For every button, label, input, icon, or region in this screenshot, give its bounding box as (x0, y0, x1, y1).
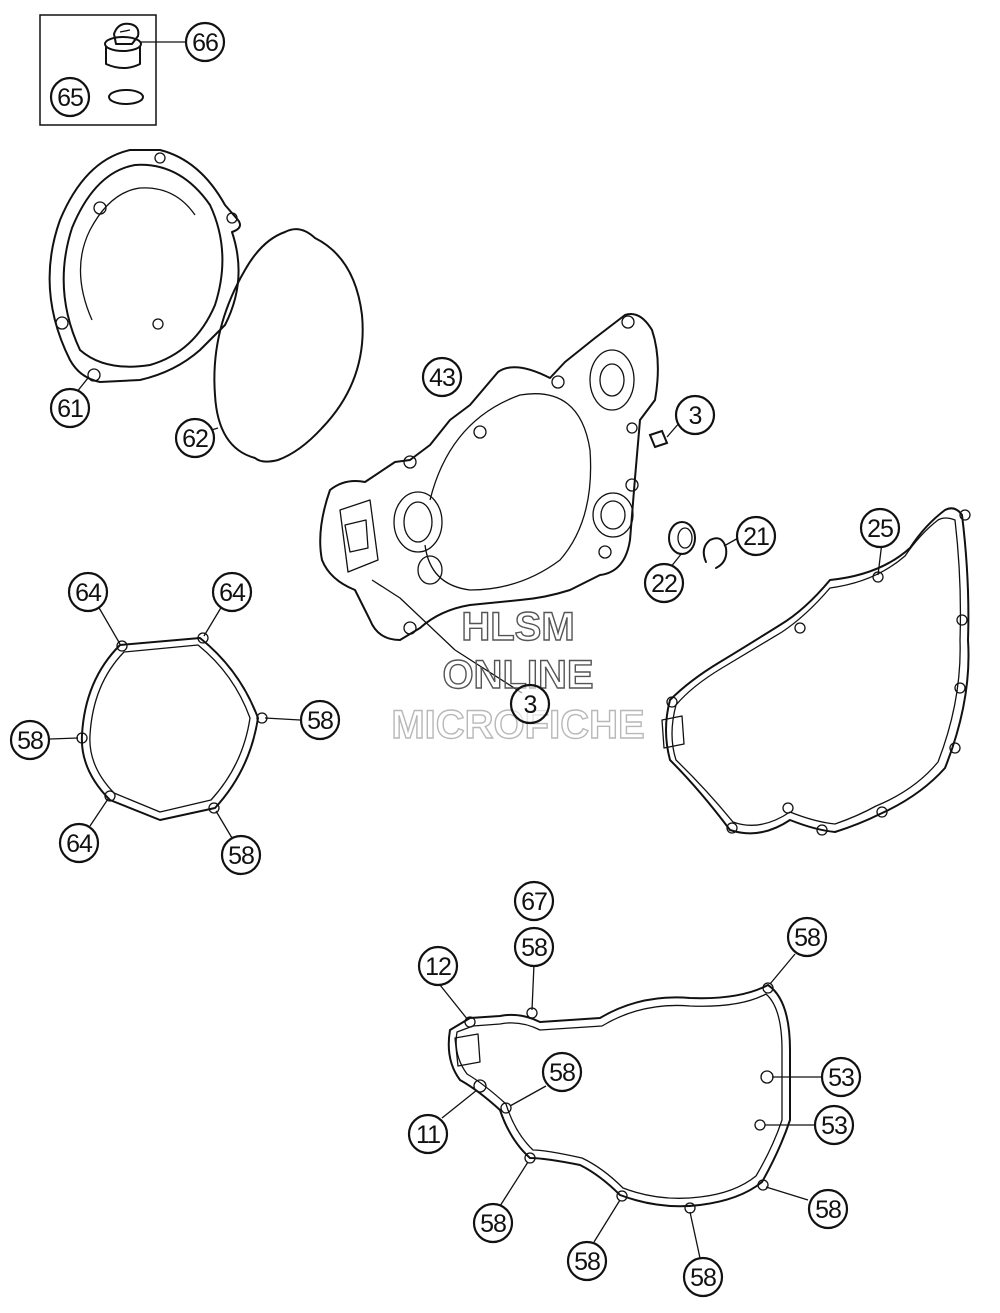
clutch-cover-inner (319, 313, 659, 651)
clutch-cover-gasket-left (49, 605, 301, 839)
callout-65: 65 (49, 76, 91, 118)
svg-text:3: 3 (689, 402, 702, 430)
callout-58-bottom-mid: 58 (566, 1240, 608, 1282)
callout-21: 21 (735, 515, 777, 557)
svg-text:58: 58 (307, 707, 333, 735)
clutch-cover-gasket (204, 228, 364, 463)
dowel-pin-upper (648, 421, 681, 449)
o-ring (108, 89, 144, 105)
callout-58-left-bottom: 58 (220, 834, 262, 876)
svg-text:67: 67 (521, 888, 547, 916)
callout-67: 67 (513, 880, 555, 922)
crankcase-gasket-right (661, 507, 971, 836)
callout-66: 66 (184, 21, 226, 63)
svg-text:58: 58 (794, 924, 820, 952)
svg-text:64: 64 (219, 579, 246, 607)
filler-plug (104, 22, 142, 69)
clutch-cover-outer (48, 149, 241, 399)
callout-58-bottom-inner: 58 (541, 1051, 583, 1093)
svg-text:62: 62 (182, 425, 208, 453)
callout-64-top-left: 64 (67, 571, 109, 613)
svg-text:22: 22 (651, 570, 677, 598)
svg-text:53: 53 (828, 1064, 854, 1092)
circlip (702, 536, 741, 569)
callout-58-left-left: 58 (9, 719, 51, 761)
callout-3-lower: 3 (509, 683, 551, 725)
callout-58-bottom-top-right: 58 (786, 916, 828, 958)
svg-text:43: 43 (429, 364, 455, 392)
svg-text:64: 64 (66, 830, 93, 858)
callout-58-bottom-center: 58 (682, 1256, 724, 1298)
svg-text:61: 61 (57, 395, 83, 423)
watermark-line1: HLSM (461, 605, 574, 649)
svg-text:58: 58 (521, 934, 547, 962)
callout-58-left-right: 58 (299, 699, 341, 741)
callout-64-bottom: 64 (58, 822, 100, 864)
callout-53-upper: 53 (820, 1056, 862, 1098)
ignition-cover-gasket (439, 953, 822, 1259)
svg-text:21: 21 (743, 523, 769, 551)
callout-62: 62 (174, 417, 216, 459)
svg-text:58: 58 (690, 1264, 716, 1292)
svg-text:64: 64 (75, 579, 102, 607)
callout-61: 61 (49, 387, 91, 429)
callout-53-lower: 53 (813, 1104, 855, 1146)
svg-text:58: 58 (815, 1196, 841, 1224)
svg-text:11: 11 (416, 1121, 440, 1149)
callout-43: 43 (421, 356, 463, 398)
svg-text:58: 58 (17, 727, 43, 755)
callout-64-top-right: 64 (211, 571, 253, 613)
shaft-seal (668, 521, 696, 569)
svg-text:65: 65 (57, 84, 83, 112)
callout-25: 25 (859, 507, 901, 549)
callout-12: 12 (417, 945, 459, 987)
callout-58-bottom-top: 58 (513, 926, 555, 968)
callouts: 66 65 61 62 43 3 21 22 25 3 64 64 64 58 … (9, 21, 901, 1298)
svg-text:58: 58 (549, 1059, 575, 1087)
callout-11: 11 (407, 1113, 449, 1155)
svg-text:58: 58 (228, 842, 254, 870)
svg-text:3: 3 (524, 691, 537, 719)
callout-3-upper: 3 (674, 394, 716, 436)
svg-text:12: 12 (425, 953, 451, 981)
svg-text:25: 25 (867, 515, 893, 543)
svg-text:58: 58 (480, 1210, 506, 1238)
svg-text:58: 58 (574, 1248, 600, 1276)
svg-text:53: 53 (821, 1112, 847, 1140)
callout-22: 22 (643, 562, 685, 604)
filler-plug-inset (39, 14, 185, 126)
svg-text:66: 66 (192, 29, 218, 57)
callout-58-bottom-left: 58 (472, 1202, 514, 1244)
callout-58-bottom-right: 58 (807, 1188, 849, 1230)
